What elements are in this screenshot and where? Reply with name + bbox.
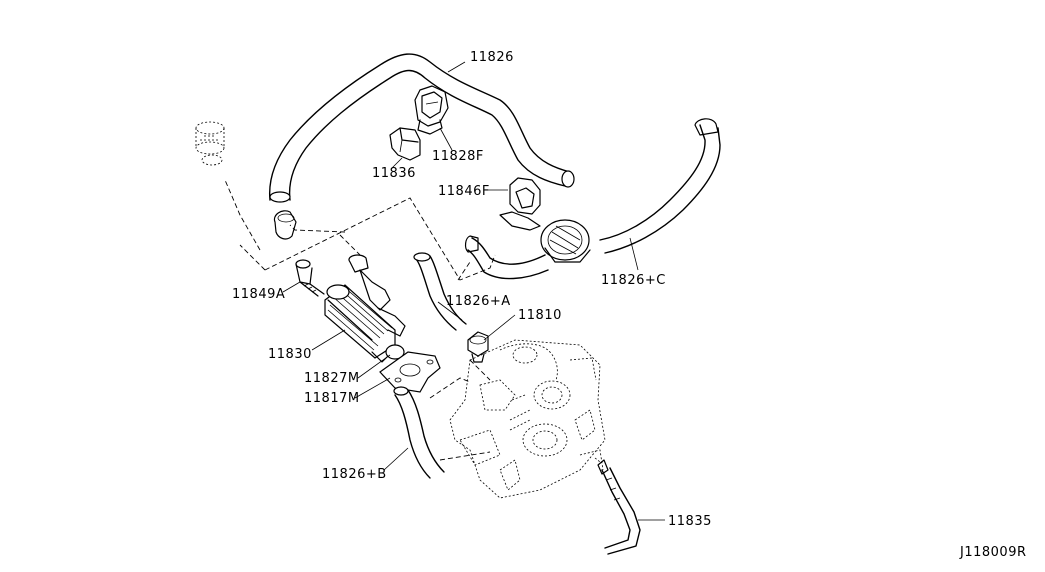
gasket-11827m[interactable]	[385, 344, 405, 360]
hose-11826[interactable]	[268, 53, 575, 203]
label-11826c: 11826+C	[601, 273, 666, 288]
label-11846f: 11846F	[438, 184, 490, 199]
label-11826a: 11826+A	[446, 294, 511, 309]
label-11826: 11826	[470, 50, 514, 65]
clip-11828f[interactable]	[414, 85, 449, 135]
label-11830: 11830	[268, 347, 312, 362]
label-11827m: 11827M	[304, 371, 360, 386]
hose-11826b[interactable]	[393, 386, 445, 479]
dipstick-tube-11835[interactable]	[594, 457, 641, 555]
bracket-11836[interactable]	[389, 127, 421, 161]
part-labels: 11826 11828F 11836 11846F 11826+C 11826+…	[232, 50, 1027, 560]
label-11826b: 11826+B	[322, 467, 387, 482]
label-11817m: 11817M	[304, 391, 360, 406]
clip-11846f[interactable]	[499, 177, 541, 231]
flange-11817m[interactable]	[379, 351, 441, 393]
oil-separator-11830[interactable]	[324, 254, 406, 363]
label-11828f: 11828F	[432, 149, 484, 164]
hose-11826c[interactable]	[464, 118, 721, 280]
hose-elbow-connector[interactable]	[273, 210, 297, 240]
leader-lines	[282, 61, 665, 521]
pcv-valve-11810[interactable]	[467, 331, 489, 363]
bolt-11849a[interactable]	[295, 259, 325, 297]
label-11810: 11810	[518, 308, 562, 323]
label-11836: 11836	[372, 166, 416, 181]
label-11849a: 11849A	[232, 287, 285, 302]
dashed-assembly-lines	[224, 179, 496, 461]
engine-block-outline	[449, 339, 606, 499]
hose-11826a[interactable]	[413, 252, 467, 331]
label-11835: 11835	[668, 514, 712, 529]
diagram-id: J118009R	[959, 545, 1027, 560]
dotted-fastener-ref	[195, 121, 225, 166]
